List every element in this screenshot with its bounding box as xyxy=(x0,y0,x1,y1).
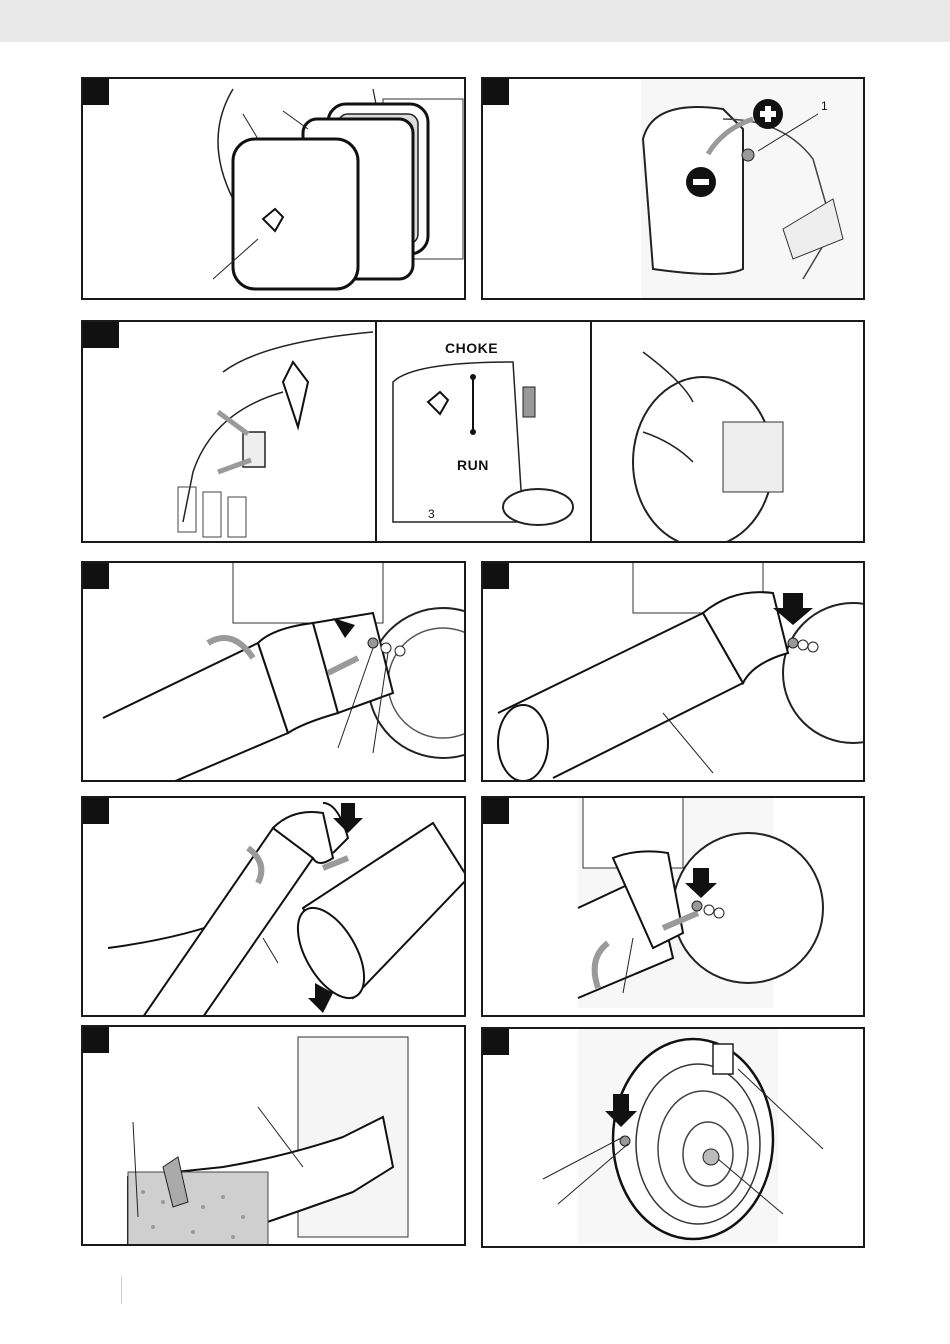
intake-cover-illustration xyxy=(483,1029,865,1248)
nozzle-attach-illustration xyxy=(83,798,466,1017)
page-margin-mark xyxy=(121,1276,122,1304)
figure-intake-cover xyxy=(481,1027,865,1248)
figure-choke-start: CHOKE RUN 3 xyxy=(81,320,865,543)
vacuum-tube-attach-illustration xyxy=(483,798,865,1017)
run-label: RUN xyxy=(457,457,489,473)
air-filter-illustration xyxy=(83,79,466,300)
blower-tube-lock-illustration xyxy=(483,563,865,782)
vacuum-bag-illustration xyxy=(83,1027,466,1246)
top-gray-band xyxy=(0,0,950,42)
figure-blower-tube-lock xyxy=(481,561,865,782)
callout-label: 3 xyxy=(428,507,435,521)
idle-adjust-illustration xyxy=(483,79,865,300)
figure-air-filter xyxy=(81,77,466,300)
figure-blower-tube-attach xyxy=(81,561,466,782)
figure-idle-adjust: 1 xyxy=(481,77,865,300)
figure-vacuum-tube-attach xyxy=(481,796,865,1017)
figure-nozzle-attach xyxy=(81,796,466,1017)
callout-label: 1 xyxy=(821,99,828,113)
blower-tube-attach-illustration xyxy=(83,563,466,782)
figure-vacuum-bag xyxy=(81,1025,466,1246)
choke-label: CHOKE xyxy=(445,340,498,356)
